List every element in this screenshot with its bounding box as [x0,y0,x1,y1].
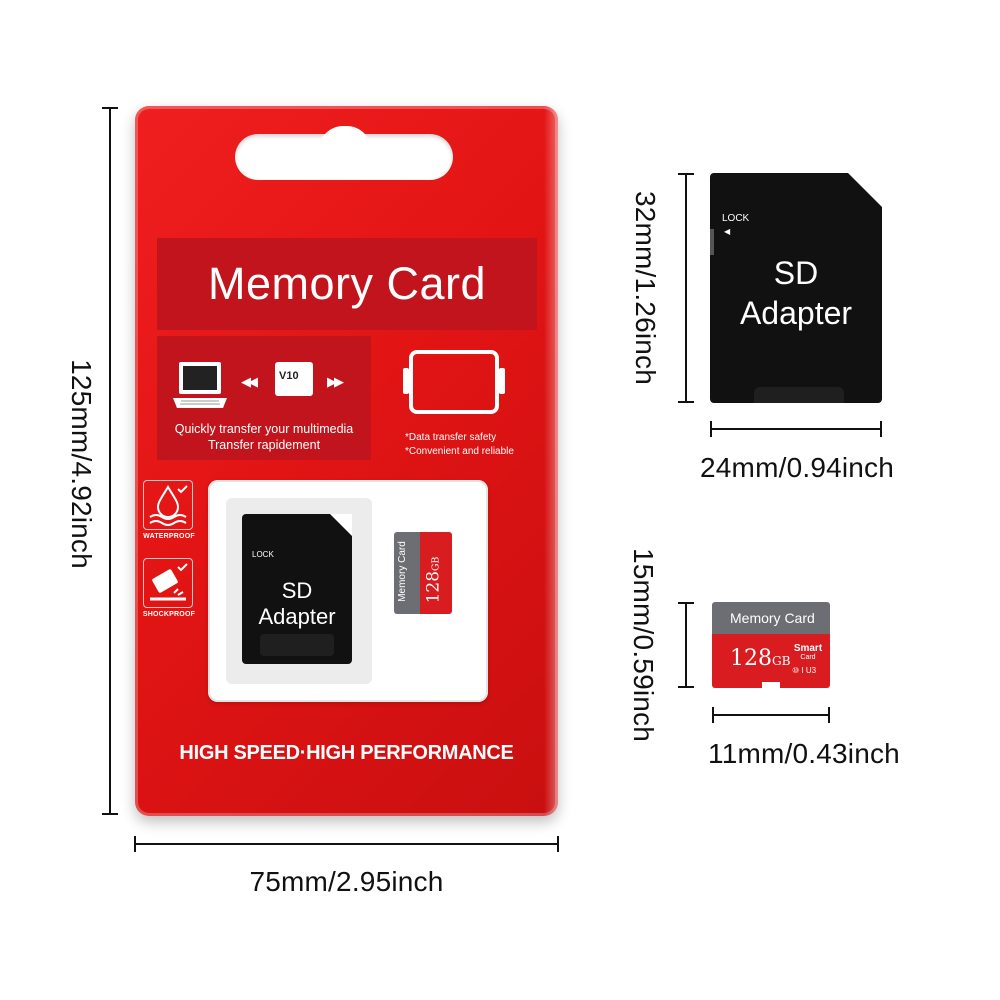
sd-adapter: LOCK ◀ SD Adapter [710,173,882,403]
memory-card-package: Memory Card ◀◀ V10 ▶▶ Quickly transfer y… [135,106,558,816]
shockproof-icon [143,558,193,608]
micro-card-capacity-unit: GB [430,556,442,571]
package-title-band: Memory Card [157,238,537,330]
mini-card-icon: V10 [275,362,313,396]
transfer-text-2: Transfer rapidement [207,438,321,452]
micro-card-bottom [420,532,452,614]
mini-card-mark: V10 [279,370,299,382]
micro-card-brand: Memory Card [730,610,815,626]
micro-card-class-marks: ⑩ I U3 [792,666,817,675]
micro-sd-card: Memory Card 128GB Smart Card ⑩ I U3 [712,602,830,688]
laptop-icon [173,362,227,408]
hang-hole-top [319,126,371,150]
micro-card-brand: Memory Card [396,541,408,602]
device-icon [403,350,505,414]
adapter-side-slot [710,229,714,255]
product-tray: LOCK SD Adapter Memory Card 128GB [208,480,488,702]
packaged-micro-sd-card: Memory Card 128GB [394,532,452,614]
adapter-height-label: 32mm/1.26inch [630,190,661,386]
micro-card-top [394,532,420,614]
adapter-card-slot [754,387,844,403]
micro-card-capacity: 128GB [423,557,443,604]
lock-arrow-icon: ◀ [724,227,731,236]
packaged-sd-adapter: LOCK SD Adapter [242,514,352,664]
adapter-width-line [710,428,882,430]
package-slogan: HIGH SPEED·HIGH PERFORMANCE [179,742,514,764]
micro-card-smart-1: Smart [793,643,823,654]
adapter-height-tick-bottom [678,401,694,403]
adapter-corner-notch [848,173,882,207]
adapter-width-tick-right [880,421,882,437]
package-height-tick-bottom [102,813,118,815]
adapter-corner-notch [330,514,352,536]
adapter-lock-label: LOCK [252,550,274,559]
micro-height-tick-bottom [678,686,694,688]
micro-card-capacity-unit: GB [772,654,791,668]
package-width-tick-right [557,836,559,852]
package-height-line [109,107,111,815]
adapter-card-slot [260,634,334,656]
arrow-right-icon: ▶▶ [327,374,344,389]
adapter-width-label: 24mm/0.94inch [700,452,895,483]
package-width-label: 75mm/2.95inch [249,866,444,897]
shockproof-label: SHOCKPROOF [142,611,196,618]
transfer-panel: ◀◀ V10 ▶▶ Quickly transfer your multimed… [157,336,371,460]
micro-card-top [712,602,830,634]
micro-card-bottom [712,634,830,688]
micro-card-capacity-number: 128 [730,646,772,671]
waterproof-icon [143,480,193,530]
micro-width-label: 11mm/0.43inch [708,738,900,769]
micro-width-line [712,714,830,716]
package-title: Memory Card [207,258,487,309]
micro-height-line [685,602,687,688]
micro-card-smart-label: Smart Card [790,643,826,662]
package-height-label: 125mm/4.92inch [66,359,97,569]
arrow-left-icon: ◀◀ [241,374,258,389]
micro-card-notch [762,682,780,688]
adapter-line-1: SD [773,255,819,291]
transfer-text-1: Quickly transfer your multimedia [174,422,354,436]
micro-height-label: 15mm/0.59inch [628,547,659,743]
micro-card-capacity-number: 128 [423,570,444,604]
micro-width-tick-right [828,707,830,723]
adapter-line-1: SD [281,578,313,603]
adapter-line-2: Adapter [258,604,336,629]
feature-text-1: *Data transfer safety [405,432,497,443]
micro-card-smart-2: Card [800,654,816,661]
package-width-line [134,843,559,845]
micro-card-capacity: 128GB [730,646,791,671]
adapter-line-2: Adapter [739,295,853,331]
adapter-height-line [685,173,687,403]
adapter-lock-label: LOCK [722,213,750,224]
feature-text-2: *Convenient and reliable [405,446,514,457]
waterproof-label: WATERPROOF [143,533,195,540]
